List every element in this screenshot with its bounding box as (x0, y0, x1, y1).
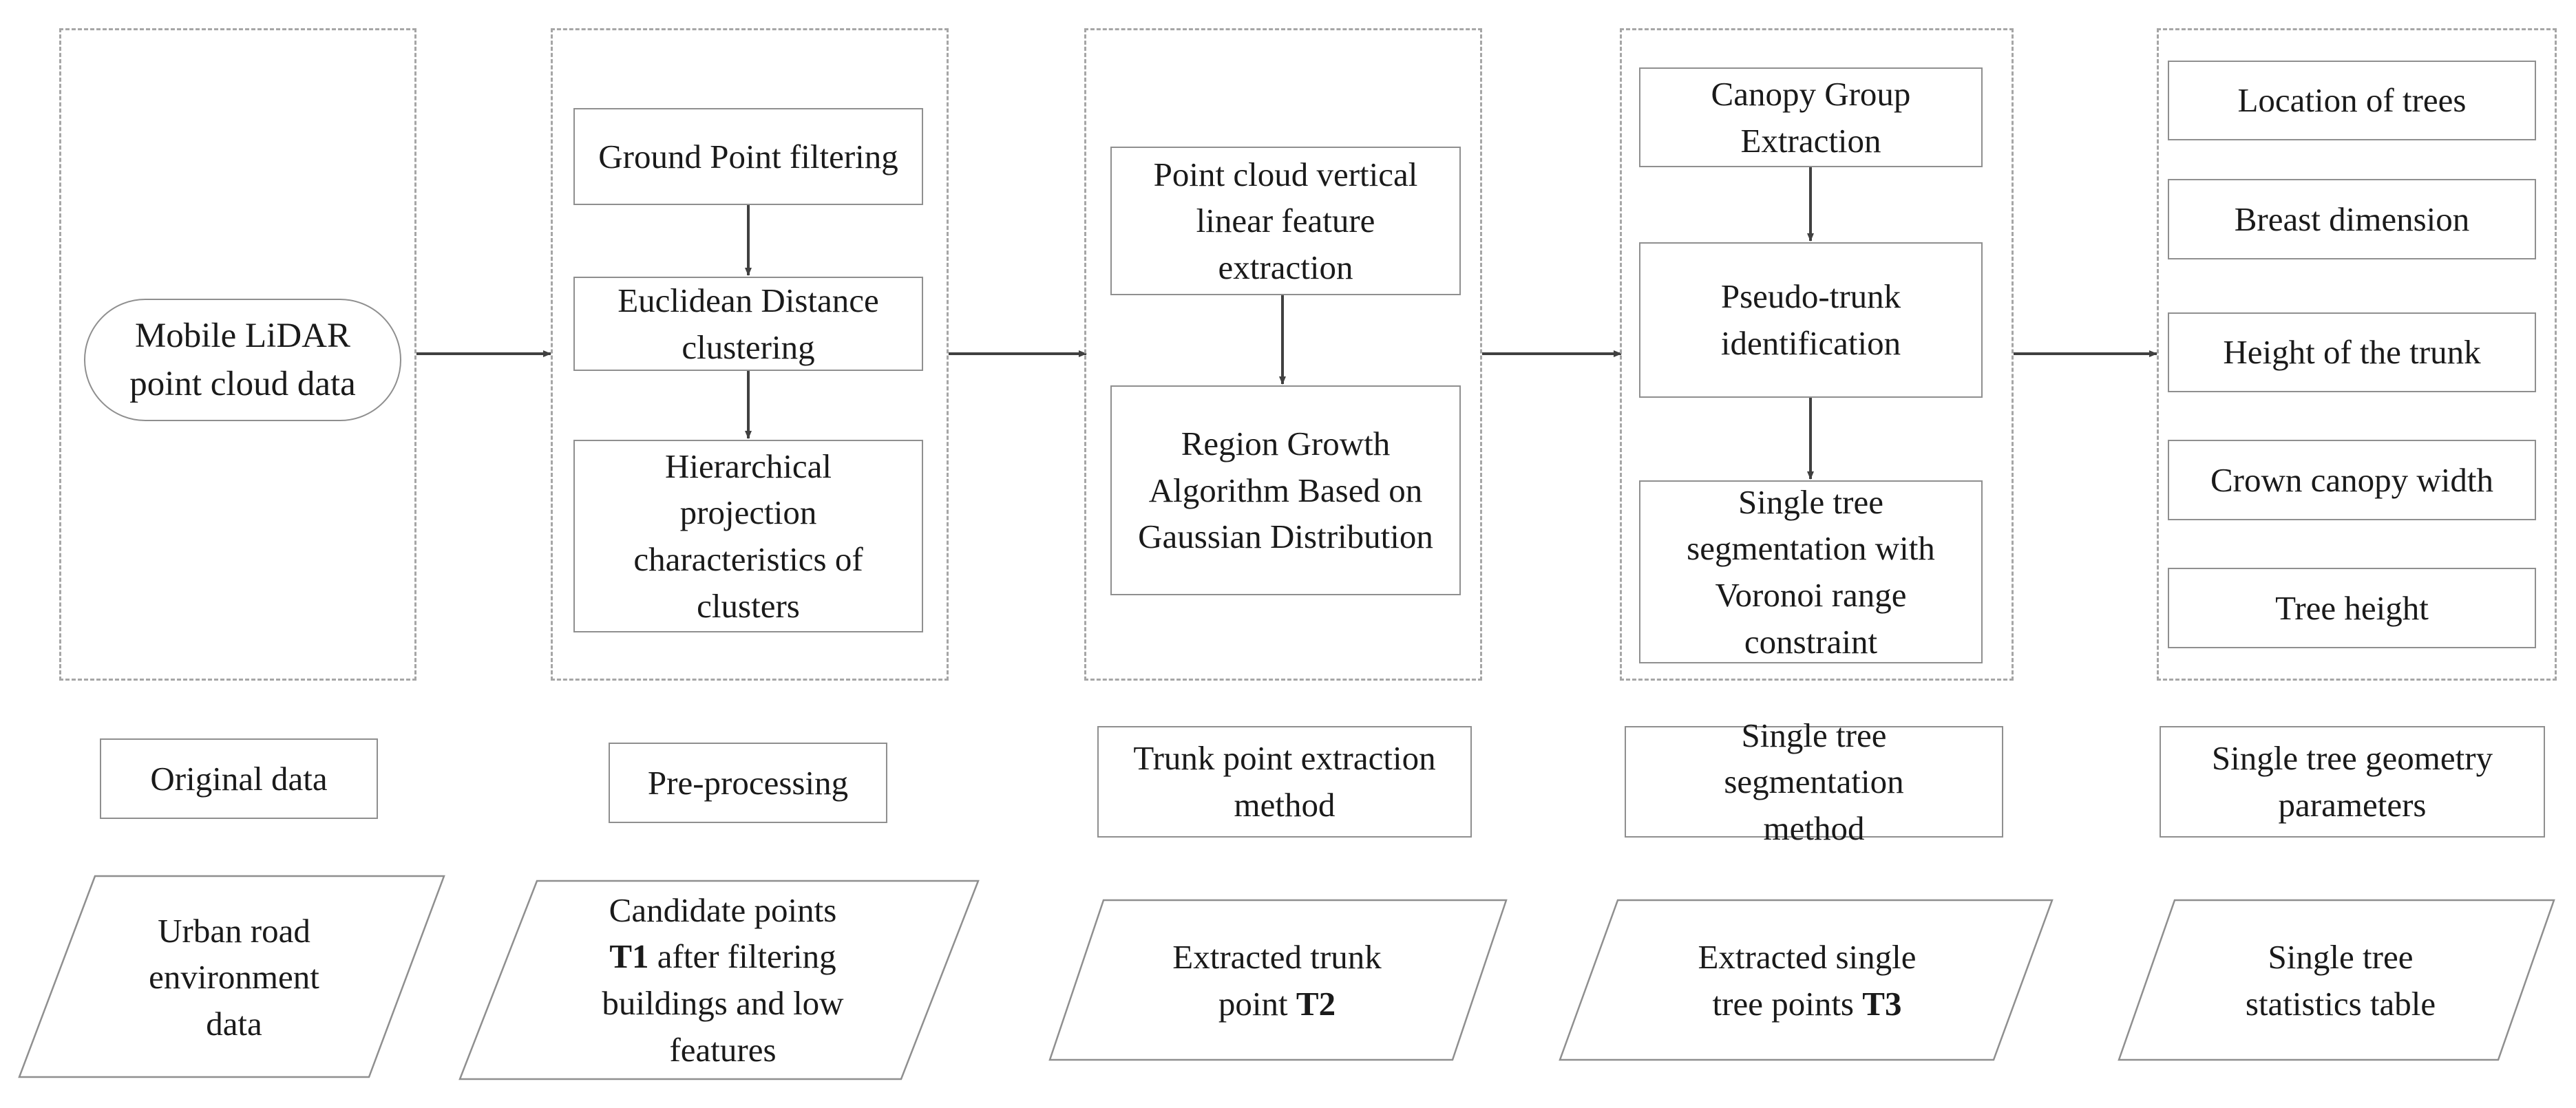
param-crown-width: Crown canopy width (2168, 440, 2536, 520)
output-shape-trunk (1048, 899, 1508, 1061)
output-shape-preprocessing (458, 880, 980, 1080)
output-candidate-text-b: after filtering buildings and low featur… (602, 937, 844, 1069)
input-data-node: Mobile LiDAR point cloud data (84, 299, 401, 421)
param-tree-height: Tree height (2168, 568, 2536, 648)
output-single-tree-text: Extracted single tree points (1698, 938, 1917, 1023)
step-voronoi-segmentation: Single tree segmentation with Voronoi ra… (1639, 480, 1983, 663)
output-tag-t2: T2 (1296, 985, 1336, 1023)
stage-original-data: Original data (100, 738, 378, 819)
output-statistics-table: Single tree statistics table (2245, 938, 2436, 1023)
stage-geometry-parameters: Single tree geometry parameters (2160, 726, 2545, 838)
output-shape-parameters (2118, 899, 2555, 1061)
output-extracted-trunk: Extracted trunk point T2 (1129, 915, 1425, 1046)
param-location: Location of trees (2168, 61, 2536, 140)
output-trunk-text: Extracted trunk point (1172, 938, 1382, 1023)
step-canopy-group-extraction: Canopy Group Extraction (1639, 67, 1983, 167)
param-breast-dimension: Breast dimension (2168, 179, 2536, 259)
param-trunk-height: Height of the trunk (2168, 312, 2536, 392)
output-tag-t1: T1 (609, 937, 649, 976)
stage-segmentation: Single tree segmentation method (1625, 716, 2003, 847)
step-euclidean-clustering: Euclidean Distance clustering (573, 277, 923, 371)
output-candidate-points: Candidate points T1 after filtering buil… (558, 885, 888, 1075)
step-ground-point-filtering: Ground Point filtering (573, 108, 923, 205)
group-trunk (1084, 28, 1482, 681)
step-pseudo-trunk-identification: Pseudo-trunk identification (1639, 242, 1983, 398)
group-original (59, 28, 416, 681)
output-candidate-text-a: Candidate points (609, 891, 837, 929)
group-parameters (2157, 28, 2557, 681)
stage-trunk-extraction: Trunk point extraction method (1097, 726, 1472, 838)
output-extracted-single-tree: Extracted single tree points T3 (1638, 915, 1976, 1046)
stage-preprocessing: Pre-processing (609, 743, 887, 823)
output-tag-t3: T3 (1862, 985, 1902, 1023)
output-shape-original (18, 875, 445, 1078)
output-urban-road-data: Urban road environment data (149, 911, 319, 1043)
output-shape-segmentation (1559, 899, 2054, 1061)
group-preprocessing (551, 28, 949, 681)
step-vertical-linear-feature: Point cloud vertical linear feature extr… (1110, 147, 1461, 295)
step-hierarchical-projection: Hierarchical projection characteristics … (573, 440, 923, 632)
group-segmentation (1620, 28, 2014, 681)
step-region-growth: Region Growth Algorithm Based on Gaussia… (1110, 385, 1461, 595)
